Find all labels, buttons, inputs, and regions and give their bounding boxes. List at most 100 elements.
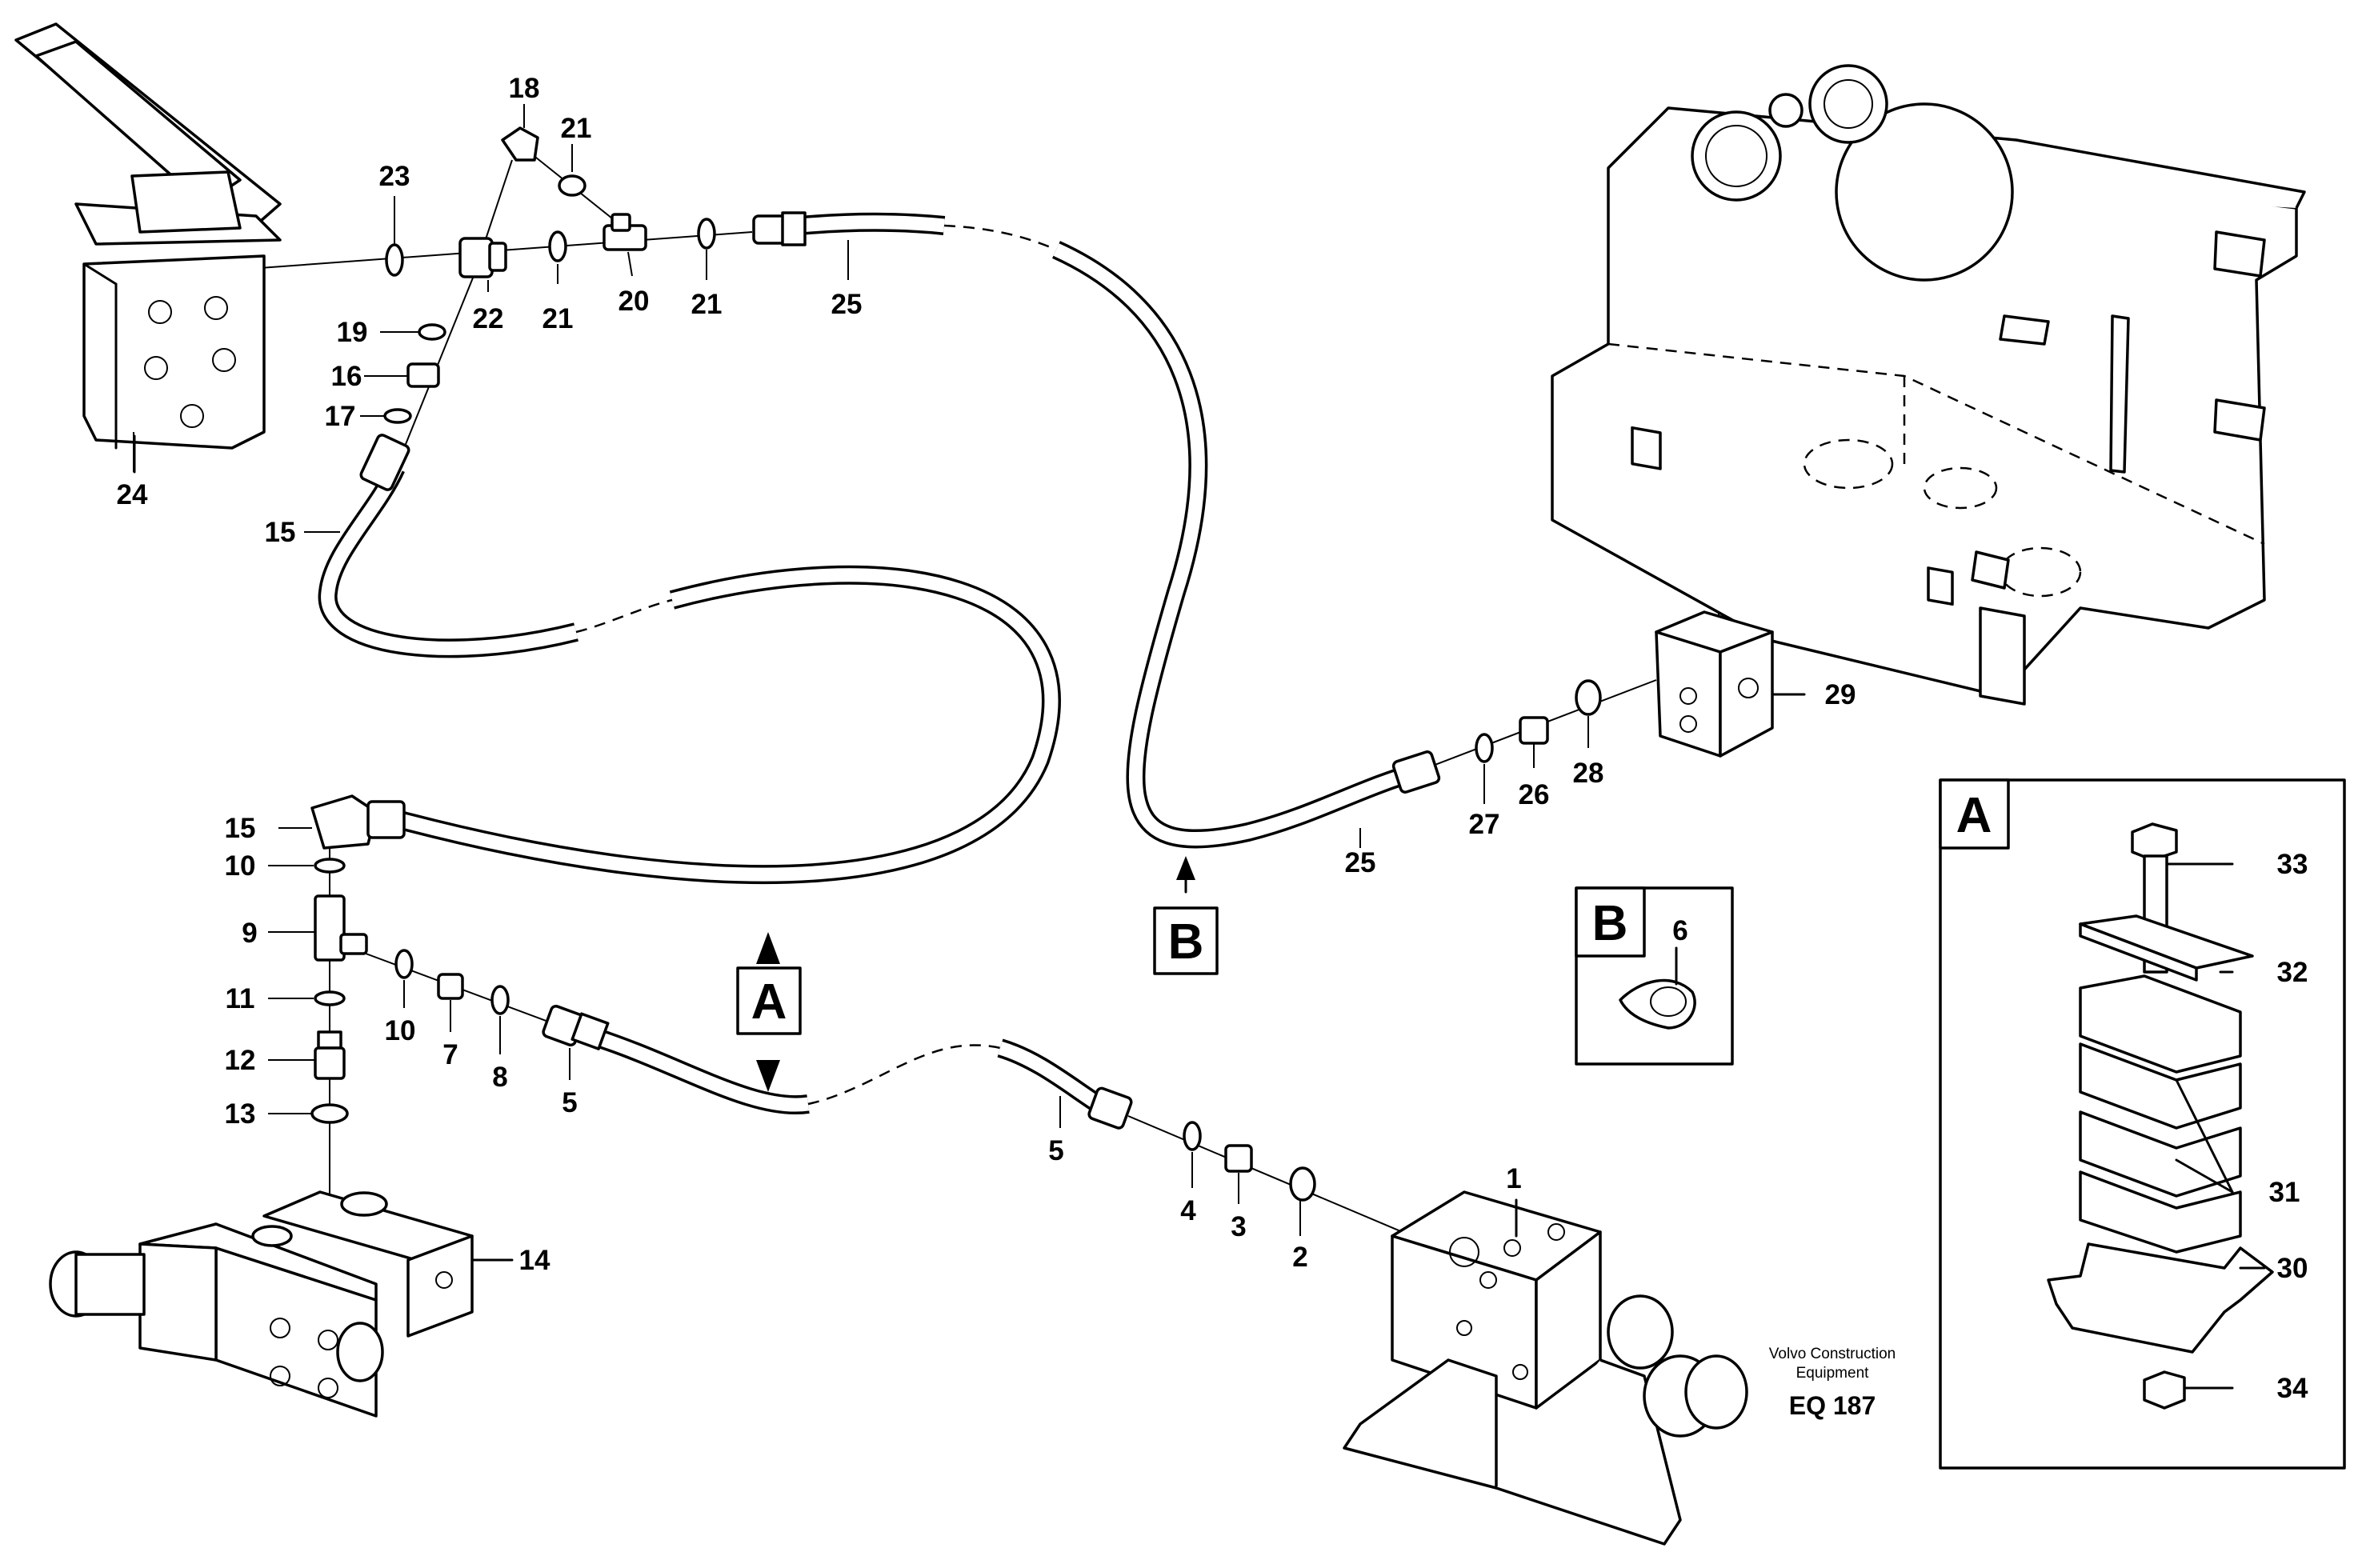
callout-32: 32: [2277, 957, 2308, 988]
washer-13: [310, 1103, 349, 1124]
detail-marker-b: B: [1153, 906, 1219, 975]
detail-box-b-title: B: [1592, 896, 1628, 951]
hose-15: [318, 463, 1061, 885]
nipple-16: [406, 362, 440, 388]
hose-end-25-bottom: [1391, 750, 1441, 794]
callout-15-top: 15: [265, 517, 296, 548]
detail-box-a-title: A: [1956, 788, 1992, 843]
detail-marker-a: A: [736, 966, 802, 1035]
washer-2: [1289, 1166, 1316, 1202]
svg-text:B: B: [1168, 914, 1204, 970]
callout-21-lower: 21: [542, 303, 574, 334]
o-ring-27: [1475, 733, 1494, 763]
o-ring-10-lower: [394, 949, 414, 979]
hose-end-5-left: [542, 1004, 610, 1050]
callout-5-left: 5: [562, 1087, 577, 1118]
callout-12: 12: [225, 1045, 256, 1076]
hose-end-15-elbow: [310, 794, 406, 850]
o-ring-21-right: [697, 218, 716, 250]
brand-line-1: Volvo Construction: [1769, 1346, 1896, 1362]
plate-32: [2079, 914, 2254, 982]
callout-34: 34: [2277, 1373, 2308, 1404]
detail-box-b: [1575, 886, 1734, 1066]
hydraulic-tank: [1551, 64, 2306, 706]
block-29: [1655, 610, 1806, 758]
o-ring-8: [490, 985, 510, 1015]
hose-end-5-right: [1087, 1086, 1133, 1130]
callout-17: 17: [325, 401, 356, 432]
callout-29: 29: [1825, 679, 1856, 710]
callout-26: 26: [1519, 779, 1550, 810]
callout-15-bottom: 15: [225, 813, 256, 844]
o-ring-21-upper: [558, 174, 586, 197]
callout-9: 9: [242, 918, 257, 949]
washer-28: [1575, 679, 1602, 716]
callout-18: 18: [509, 73, 540, 104]
solenoid-valve-14: [49, 1190, 514, 1418]
o-ring-21-lower: [548, 230, 567, 262]
clamp-halves-31: [2079, 974, 2242, 1254]
bracket-30: [2047, 1242, 2274, 1354]
o-ring-23: [385, 243, 404, 277]
callout-24: 24: [117, 479, 148, 510]
tee-20: [603, 213, 647, 251]
callout-23: 23: [379, 161, 410, 192]
callout-13: 13: [225, 1098, 256, 1130]
callout-8: 8: [492, 1062, 507, 1093]
callout-33: 33: [2277, 849, 2308, 880]
pedal-valve-24: [14, 22, 282, 474]
hose-25: [799, 212, 1419, 849]
callout-labels: 1 2 3 4 5 5 6 7 8 9 10 10 11 12 13 14 15…: [117, 73, 2308, 1404]
callout-14: 14: [519, 1245, 550, 1276]
o-ring-17: [383, 408, 412, 424]
adapter-22: [458, 237, 507, 278]
callout-27: 27: [1469, 809, 1500, 840]
callout-3: 3: [1231, 1211, 1246, 1242]
callout-1: 1: [1506, 1163, 1521, 1194]
callout-21-upper: 21: [561, 113, 592, 144]
o-ring-11: [314, 990, 346, 1006]
callout-7: 7: [442, 1039, 458, 1070]
o-ring-10-upper: [314, 858, 346, 874]
elbow-18: [501, 126, 539, 162]
nipple-3: [1224, 1144, 1253, 1173]
callout-16: 16: [331, 361, 362, 392]
marker-a-arrows: [756, 932, 780, 1092]
hose-end-15-top: [359, 434, 410, 491]
callout-5-right: 5: [1048, 1135, 1063, 1166]
callout-30: 30: [2277, 1253, 2308, 1284]
callout-2: 2: [1292, 1242, 1307, 1273]
hose-end-25-top: [752, 211, 807, 246]
figure-code: EQ 187: [1789, 1391, 1876, 1420]
brand-line-2: Equipment: [1796, 1365, 1870, 1382]
nut-34: [2143, 1370, 2234, 1410]
nipple-7: [437, 973, 464, 1000]
callout-31: 31: [2269, 1177, 2300, 1208]
callout-28: 28: [1573, 758, 1604, 789]
hose-5: [589, 1026, 1110, 1117]
marker-b-arrow: [1176, 856, 1195, 894]
callout-4: 4: [1180, 1195, 1196, 1226]
bolt-33: [2131, 822, 2234, 974]
callout-20: 20: [619, 286, 650, 317]
callout-25-bottom: 25: [1345, 847, 1376, 878]
svg-text:A: A: [751, 974, 787, 1030]
callout-6: 6: [1672, 915, 1687, 946]
callout-21-right: 21: [691, 289, 723, 320]
publisher-footer: Volvo Construction Equipment EQ 187: [1769, 1346, 1896, 1420]
callout-25-top: 25: [831, 289, 863, 320]
leader-lines: [133, 104, 1589, 1236]
valve-block-1: [1343, 1190, 1748, 1546]
callout-10-lower: 10: [385, 1015, 416, 1046]
o-ring-4: [1183, 1121, 1202, 1151]
o-ring-19: [418, 323, 446, 341]
callout-22: 22: [473, 303, 504, 334]
tee-9: [314, 894, 368, 962]
callout-11: 11: [226, 983, 255, 1014]
callout-10-upper: 10: [225, 850, 256, 882]
nipple-26: [1519, 716, 1549, 745]
nipple-12: [314, 1030, 346, 1080]
callout-19: 19: [337, 317, 368, 348]
detail-box-a: [1939, 778, 2346, 1470]
